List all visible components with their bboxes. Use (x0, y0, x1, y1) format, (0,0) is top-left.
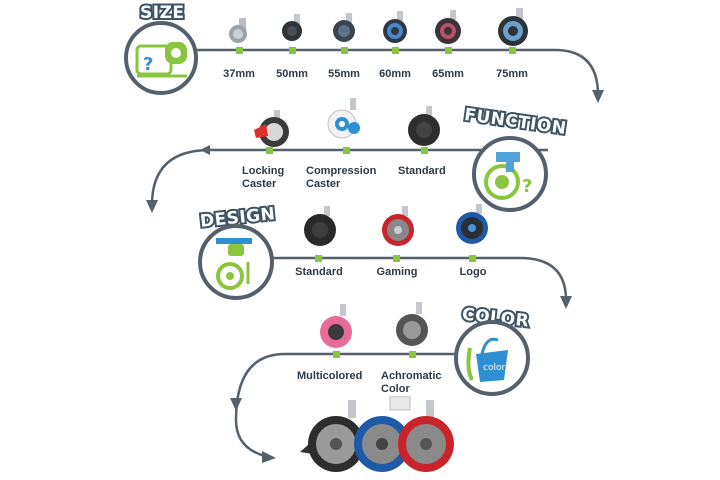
label-line: Compression (306, 165, 377, 177)
tick-65mm (445, 47, 452, 54)
section-title-size: SIZE (138, 1, 186, 25)
tick-55mm (341, 47, 348, 54)
size-label-60mm: 60mm (379, 68, 411, 80)
tick-design-standard (315, 255, 322, 262)
tick-75mm (509, 47, 516, 54)
label-line: Multicolored (297, 370, 363, 382)
size-label-65mm: 65mm (432, 68, 464, 80)
size-label-37mm: 37mm (223, 68, 255, 80)
measuring-tape-question-icon: ? (124, 21, 198, 95)
label-line: Caster (306, 178, 341, 190)
size-label-50mm: 50mm (276, 68, 308, 80)
caster-question-icon: ? (472, 136, 548, 212)
caster-50mm-image (282, 14, 302, 41)
tick-locking-caster (266, 147, 273, 154)
design-label-logo: Logo (459, 266, 487, 278)
paint-bucket-icon: color (454, 320, 530, 396)
gaming-caster-image (382, 206, 414, 246)
label-line: Standard (398, 165, 446, 177)
tick-37mm (236, 47, 243, 54)
caster-55mm-image (333, 13, 355, 42)
final-casters-group-image (300, 396, 454, 472)
label-line: Locking (242, 165, 285, 177)
achromatic-caster-image (396, 302, 428, 346)
tick-gaming (393, 255, 400, 262)
hand-pen-wheel-icon (198, 224, 274, 300)
multicolored-caster-image (320, 304, 352, 348)
caster-75mm-image (498, 8, 528, 46)
svg-text:color: color (483, 363, 505, 373)
size-label-75mm: 75mm (496, 68, 528, 80)
design-label-gaming: Gaming (376, 266, 418, 278)
design-standard-caster-image (304, 206, 336, 246)
caster-65mm-image (435, 10, 461, 44)
standard-caster-image (408, 106, 440, 146)
svg-text:?: ? (522, 176, 532, 197)
svg-text:?: ? (143, 54, 153, 75)
color-label-achromatic: Achromatic Color (381, 370, 442, 396)
tick-50mm (289, 47, 296, 54)
tick-60mm (392, 47, 399, 54)
label-line: Color (381, 383, 410, 395)
label-line: Achromatic (381, 370, 442, 382)
label-line: Caster (242, 178, 277, 190)
tick-multicolored (333, 351, 340, 358)
design-label-standard: Standard (295, 266, 343, 278)
tick-logo (469, 255, 476, 262)
caster-37mm-image (229, 18, 247, 43)
function-label-locking: Locking Caster (242, 165, 284, 191)
color-label-multicolored: Multicolored (297, 370, 362, 383)
function-label-compression: Compression Caster (306, 165, 376, 191)
size-label-55mm: 55mm (328, 68, 360, 80)
logo-caster-image (456, 204, 488, 244)
compression-caster-image (327, 98, 360, 139)
tick-compression-caster (343, 147, 350, 154)
locking-caster-image (254, 110, 289, 147)
tick-achromatic (409, 351, 416, 358)
tick-standard-caster (421, 147, 428, 154)
function-label-standard: Standard (398, 165, 446, 178)
caster-60mm-image (383, 11, 407, 43)
